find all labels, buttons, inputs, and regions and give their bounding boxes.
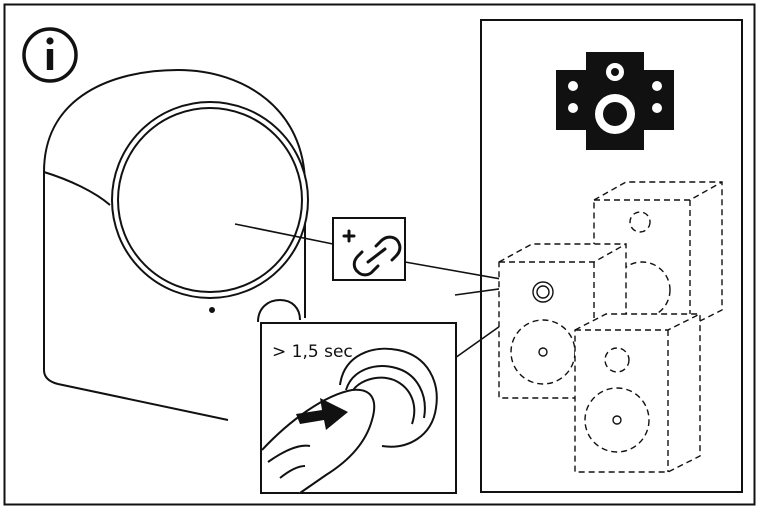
speaker-group-panel bbox=[480, 19, 743, 493]
add-link-icon bbox=[332, 217, 406, 281]
press-duration-label: > 1,5 sec bbox=[272, 342, 353, 362]
speaker-device bbox=[43, 68, 309, 421]
speaker-front-ring bbox=[111, 101, 309, 299]
dashed-speaker-front bbox=[574, 313, 701, 473]
button-closeup-panel: > 1,5 sec bbox=[260, 322, 457, 494]
status-led bbox=[209, 307, 215, 313]
speaker-system-icon bbox=[556, 52, 674, 150]
info-icon bbox=[22, 27, 78, 83]
press-arrow-icon bbox=[296, 398, 348, 430]
outer-frame bbox=[3, 3, 756, 506]
pairing-connector-lines bbox=[234, 223, 513, 282]
